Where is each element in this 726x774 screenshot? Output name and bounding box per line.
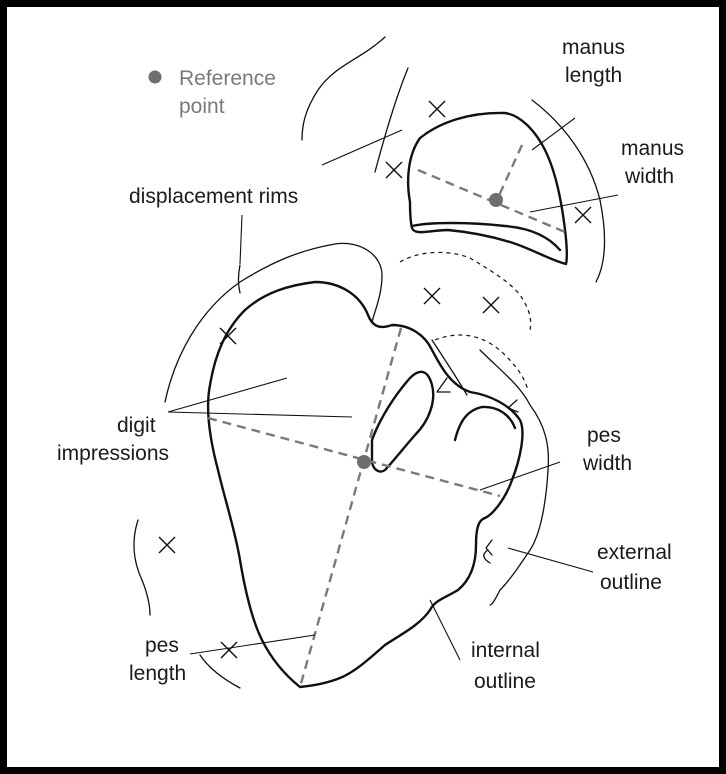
manus-width-label-line1: manus	[621, 137, 684, 160]
pes-length-line	[300, 328, 401, 687]
manus-outline	[408, 113, 567, 264]
legend-label-line1: Reference	[179, 67, 276, 90]
legend: Reference point	[149, 67, 276, 118]
pes-width-label-line1: pes	[587, 424, 621, 447]
pes-length-label-line2: length	[129, 662, 186, 685]
pes-internal-outline	[208, 282, 522, 687]
pes-width-label-line2: width	[582, 452, 632, 475]
manus-length-label-line2: length	[565, 64, 622, 87]
displacement-rims-label: displacement rims	[129, 185, 298, 208]
pes-reference-point	[357, 455, 371, 469]
reference-point-legend-marker	[149, 71, 162, 84]
labels: manus length manus width displacement ri…	[57, 36, 684, 693]
manus-length-line	[497, 145, 522, 200]
pes-digit-notch-inner	[455, 407, 515, 440]
internal-outline-label-line2: outline	[474, 670, 536, 693]
pes-digit-notch	[372, 372, 433, 472]
pes-width-line	[208, 418, 500, 496]
outer-dashed-arc	[435, 335, 528, 390]
manus-reference-point	[489, 193, 503, 207]
digit-impressions-label-line2: impressions	[57, 442, 169, 465]
external-outline-label-line1: external	[597, 541, 672, 564]
legend-label-line2: point	[179, 95, 225, 118]
pes-length-label-line1: pes	[145, 634, 179, 657]
manus-width-label-line2: width	[624, 165, 674, 188]
displacement-rims	[134, 37, 605, 688]
inner-dashed-arc	[400, 252, 531, 330]
manus-length-label-line1: manus	[562, 36, 625, 59]
internal-outline-label-line1: internal	[471, 639, 540, 662]
external-outline-label-line2: outline	[600, 571, 662, 594]
digit-impressions-label-line1: digit	[117, 414, 156, 437]
